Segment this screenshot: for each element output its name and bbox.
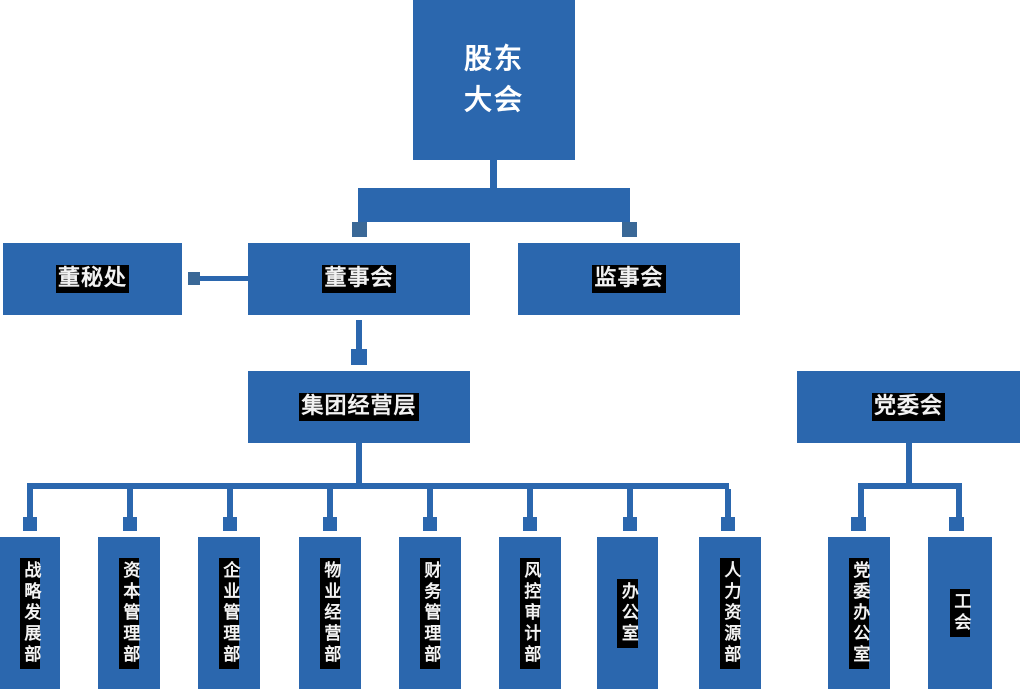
connector-drop-5 xyxy=(427,489,433,517)
connector-drop-8 xyxy=(725,489,731,517)
capital-management-label: 资本管理部 xyxy=(118,557,140,669)
connector-square-dept-8 xyxy=(721,517,735,531)
connector-departments-horizontal xyxy=(27,483,729,489)
org-box-supervisory-board: 监事会 xyxy=(518,243,740,315)
financial-management-label: 财务管理部 xyxy=(419,557,441,669)
connector-party-vertical xyxy=(906,443,912,484)
org-box-shareholders-meeting: 股东 大会 xyxy=(413,0,575,160)
connector-square-dept-4 xyxy=(323,517,337,531)
party-committee-label: 党委会 xyxy=(871,393,945,421)
shareholders-meeting-label: 股东 大会 xyxy=(463,42,524,116)
connector-drop-1 xyxy=(27,489,33,517)
board-of-directors-label: 董事会 xyxy=(322,265,396,293)
org-box-party-committee: 党委会 xyxy=(797,371,1020,443)
property-operations-label: 物业经营部 xyxy=(319,557,341,669)
connector-square-dept-3 xyxy=(223,517,237,531)
strategic-development-label: 战略发展部 xyxy=(19,557,41,669)
connector-square-party-dept-2 xyxy=(949,517,964,531)
board-secretary-office-label: 董秘处 xyxy=(55,265,129,293)
connector-square-dept-6 xyxy=(523,517,537,531)
connector-square-secretary xyxy=(188,272,200,285)
connector-party-drop-1 xyxy=(858,489,864,517)
connector-square-dept-1 xyxy=(23,517,37,531)
dept-box-property-operations: 物业经营部 xyxy=(299,537,361,689)
connector-drop-6 xyxy=(527,489,533,517)
enterprise-management-label: 企业管理部 xyxy=(218,557,240,669)
dept-box-strategic-development: 战略发展部 xyxy=(0,537,60,689)
org-box-group-management: 集团经营层 xyxy=(248,371,470,443)
connector-square-dept-5 xyxy=(423,517,437,531)
connector-square-dept-2 xyxy=(123,517,137,531)
group-management-label: 集团经营层 xyxy=(299,393,419,421)
connector-square-dept-7 xyxy=(623,517,637,531)
risk-audit-label: 风控审计部 xyxy=(519,557,541,669)
party-committee-office-label: 党委办公室 xyxy=(848,557,870,669)
org-box-board-of-directors: 董事会 xyxy=(248,243,470,315)
dept-box-office: 办公室 xyxy=(597,537,658,689)
supervisory-board-label: 监事会 xyxy=(592,265,666,293)
connector-drop-3 xyxy=(227,489,233,517)
dept-box-financial-management: 财务管理部 xyxy=(399,537,461,689)
human-resources-label: 人力资源部 xyxy=(719,557,741,669)
connector-root-vertical xyxy=(490,160,497,188)
dept-box-party-committee-office: 党委办公室 xyxy=(828,537,890,689)
connector-secretary-horizontal xyxy=(200,276,248,281)
connector-drop-7 xyxy=(627,489,633,517)
connector-party-drop-2 xyxy=(956,489,962,517)
connector-square-management xyxy=(351,349,367,365)
labor-union-label: 工会 xyxy=(949,589,971,637)
connector-square-bar-right xyxy=(622,222,637,237)
connector-management-vertical xyxy=(356,443,362,484)
office-label: 办公室 xyxy=(617,578,638,648)
dept-box-risk-audit: 风控审计部 xyxy=(499,537,561,689)
dept-box-capital-management: 资本管理部 xyxy=(98,537,160,689)
connector-square-party-dept-1 xyxy=(851,517,866,531)
connector-drop-2 xyxy=(127,489,133,517)
connector-square-bar-left xyxy=(352,222,367,237)
connector-board-vertical xyxy=(356,320,362,349)
dept-box-enterprise-management: 企业管理部 xyxy=(198,537,260,689)
dept-box-human-resources: 人力资源部 xyxy=(699,537,761,689)
connector-drop-4 xyxy=(327,489,333,517)
connector-thick-bar xyxy=(358,188,630,222)
org-box-board-secretary-office: 董秘处 xyxy=(3,243,182,315)
dept-box-labor-union: 工会 xyxy=(928,537,992,689)
connector-party-horizontal xyxy=(858,483,962,489)
